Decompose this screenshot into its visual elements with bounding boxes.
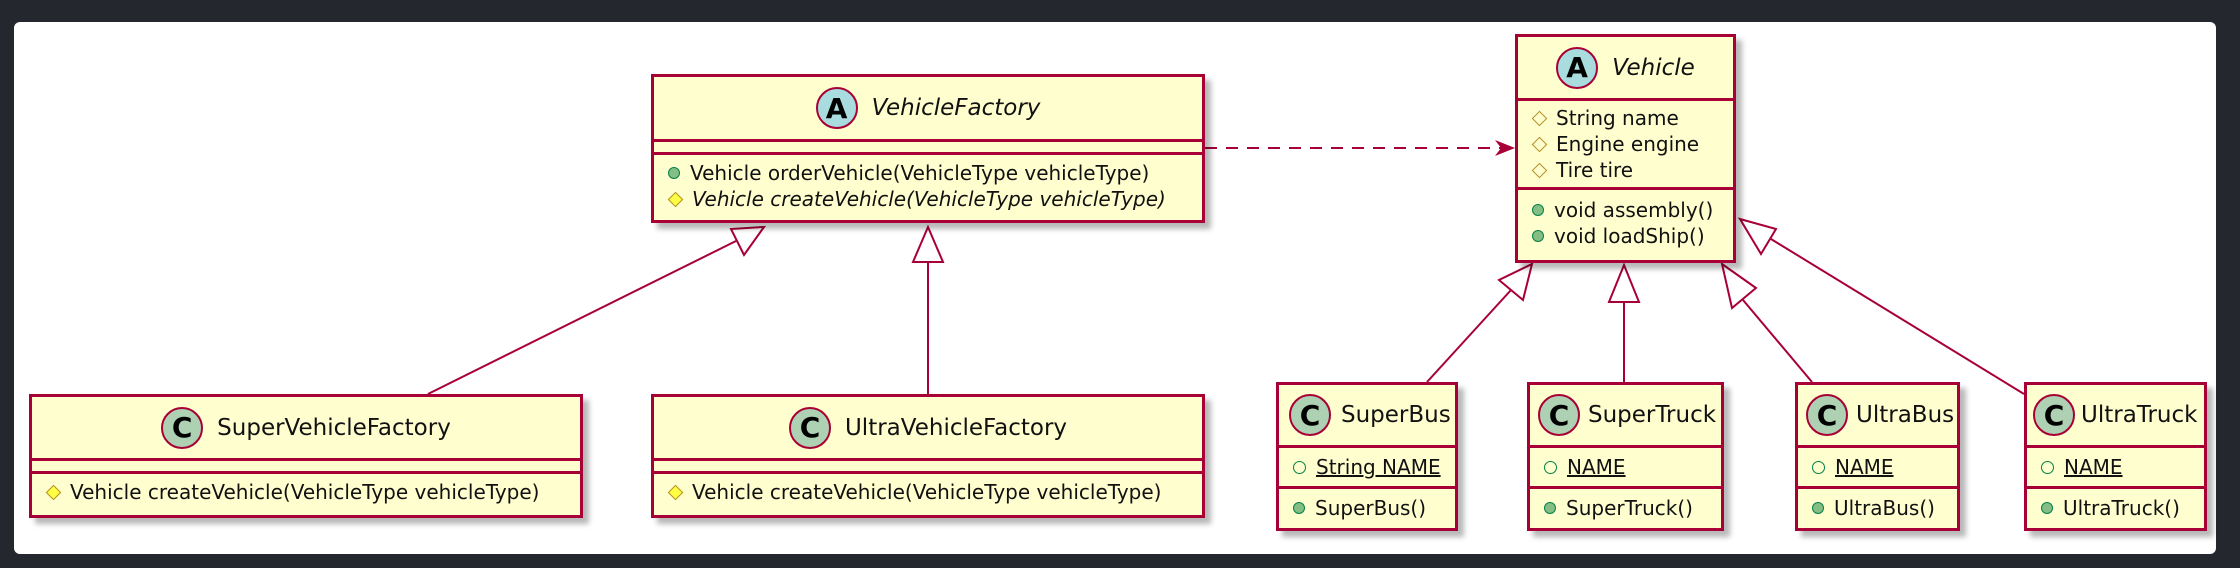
class-header: C UltraBus <box>1798 385 1957 448</box>
class-header: C SuperBus <box>1279 385 1455 448</box>
class-super-bus[interactable]: C SuperBus String NAME SuperBus() <box>1276 382 1458 531</box>
class-super-vehicle-factory[interactable]: C SuperVehicleFactory Vehicle createVehi… <box>29 394 583 518</box>
class-header: A VehicleFactory <box>654 77 1202 142</box>
abstract-badge: A <box>815 87 858 129</box>
public-field-icon <box>1544 460 1557 474</box>
class-header: A Vehicle <box>1518 37 1733 101</box>
method-row: Vehicle createVehicle(VehicleType vehicl… <box>654 479 1202 505</box>
public-icon <box>2041 502 2053 514</box>
public-field-icon <box>1293 460 1306 474</box>
class-name: VehicleFactory <box>871 95 1041 121</box>
methods-compartment: UltraTruck() <box>2027 489 2204 521</box>
public-icon <box>668 167 680 179</box>
method-row: Vehicle createVehicle(VehicleType vehicl… <box>654 186 1202 212</box>
public-icon <box>1532 230 1544 242</box>
field-row: NAME <box>2027 454 2204 480</box>
fields-compartment <box>32 461 580 474</box>
class-vehicle-factory[interactable]: A VehicleFactory Vehicle orderVehicle(Ve… <box>651 74 1205 223</box>
protected-field-icon <box>1531 110 1548 126</box>
protected-field-icon <box>1531 136 1548 152</box>
method-row: void loadShip() <box>1518 223 1733 249</box>
methods-compartment: Vehicle createVehicle(VehicleType vehicl… <box>654 474 1202 505</box>
field-row: Engine engine <box>1518 131 1733 157</box>
methods-compartment: SuperBus() <box>1279 489 1455 521</box>
method-row: Vehicle createVehicle(VehicleType vehicl… <box>32 479 580 505</box>
fields-compartment: NAME <box>2027 448 2204 489</box>
field-row: NAME <box>1798 454 1957 480</box>
field-row: String NAME <box>1279 454 1455 480</box>
protected-icon <box>667 191 684 207</box>
abstract-badge: A <box>1556 46 1599 89</box>
public-icon <box>1812 502 1824 514</box>
class-name: UltraVehicleFactory <box>844 414 1068 441</box>
class-name: UltraTruck <box>2081 402 2198 428</box>
method-row: UltraTruck() <box>2027 495 2204 521</box>
class-badge: C <box>1538 394 1580 436</box>
method-row: void assembly() <box>1518 197 1733 223</box>
class-header: C SuperTruck <box>1530 385 1721 448</box>
methods-compartment: UltraBus() <box>1798 489 1957 521</box>
methods-compartment: Vehicle createVehicle(VehicleType vehicl… <box>32 474 580 505</box>
class-ultra-truck[interactable]: C UltraTruck NAME UltraTruck() <box>2024 382 2207 531</box>
class-name: SuperTruck <box>1588 402 1717 428</box>
fields-compartment: NAME <box>1798 448 1957 489</box>
method-row: SuperTruck() <box>1530 495 1721 521</box>
public-field-icon <box>1812 460 1825 474</box>
public-icon <box>1293 502 1305 514</box>
methods-compartment: SuperTruck() <box>1530 489 1721 521</box>
class-name: SuperVehicleFactory <box>217 414 451 441</box>
protected-field-icon <box>1531 162 1548 178</box>
class-name: SuperBus <box>1341 402 1451 428</box>
class-badge: C <box>1289 394 1331 436</box>
methods-compartment: Vehicle orderVehicle(VehicleType vehicle… <box>654 155 1202 212</box>
public-icon <box>1544 502 1556 514</box>
fields-compartment: String name Engine engine Tire tire <box>1518 101 1733 190</box>
class-vehicle[interactable]: A Vehicle String name Engine engine Tire… <box>1515 34 1736 263</box>
class-badge: C <box>1806 394 1848 436</box>
class-ultra-vehicle-factory[interactable]: C UltraVehicleFactory Vehicle createVehi… <box>651 394 1205 518</box>
method-row: UltraBus() <box>1798 495 1957 521</box>
method-row: SuperBus() <box>1279 495 1455 521</box>
fields-compartment: String NAME <box>1279 448 1455 489</box>
class-badge: C <box>788 406 831 449</box>
fields-compartment <box>654 142 1202 155</box>
class-badge: C <box>2033 394 2075 436</box>
fields-compartment: NAME <box>1530 448 1721 489</box>
fields-compartment <box>654 461 1202 474</box>
class-header: C UltraVehicleFactory <box>654 397 1202 461</box>
field-row: String name <box>1518 105 1733 131</box>
methods-compartment: void assembly() void loadShip() <box>1518 190 1733 249</box>
method-row: Vehicle orderVehicle(VehicleType vehicle… <box>654 160 1202 186</box>
public-field-icon <box>2041 460 2054 474</box>
protected-icon <box>45 484 62 500</box>
class-header: C UltraTruck <box>2027 385 2204 448</box>
public-icon <box>1532 204 1544 216</box>
field-row: Tire tire <box>1518 157 1733 183</box>
protected-icon <box>667 484 684 500</box>
class-name: Vehicle <box>1612 54 1695 81</box>
class-name: UltraBus <box>1856 402 1955 428</box>
class-super-truck[interactable]: C SuperTruck NAME SuperTruck() <box>1527 382 1724 531</box>
class-badge: C <box>161 406 204 449</box>
field-row: NAME <box>1530 454 1721 480</box>
class-header: C SuperVehicleFactory <box>32 397 580 461</box>
class-ultra-bus[interactable]: C UltraBus NAME UltraBus() <box>1795 382 1960 531</box>
